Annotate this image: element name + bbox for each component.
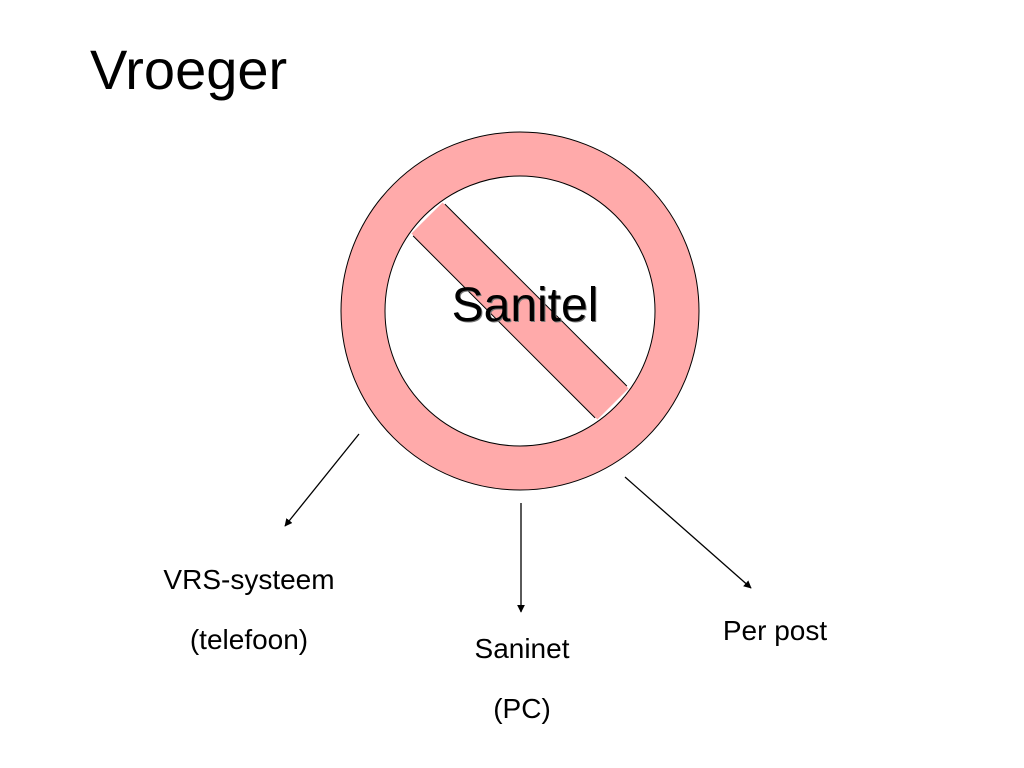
node-saninet-subtitle: (PC) [493, 693, 551, 724]
node-per-post: Per post [690, 601, 860, 661]
node-vrs-systeem: VRS-systeem (telefoon) [130, 550, 368, 670]
node-saninet: Saninet (PC) [420, 619, 624, 739]
prohibition-bar-fill [411, 202, 629, 420]
node-per-post-title: Per post [722, 615, 828, 646]
prohibition-inner-edge [384, 175, 656, 447]
node-vrs-systeem-title: VRS-systeem [163, 564, 335, 595]
prohibition-icon [340, 131, 700, 491]
prohibition-outer-edge [340, 131, 700, 491]
slide-title: Vroeger [90, 38, 288, 101]
node-saninet-title: Saninet [474, 633, 570, 664]
node-vrs-systeem-subtitle: (telefoon) [189, 624, 309, 655]
sanitel-label: Sanitel [451, 279, 599, 332]
arrow-to-per-post [624, 476, 752, 589]
arrow-to-vrs-systeem [284, 433, 360, 527]
prohibition-ring [341, 132, 699, 490]
